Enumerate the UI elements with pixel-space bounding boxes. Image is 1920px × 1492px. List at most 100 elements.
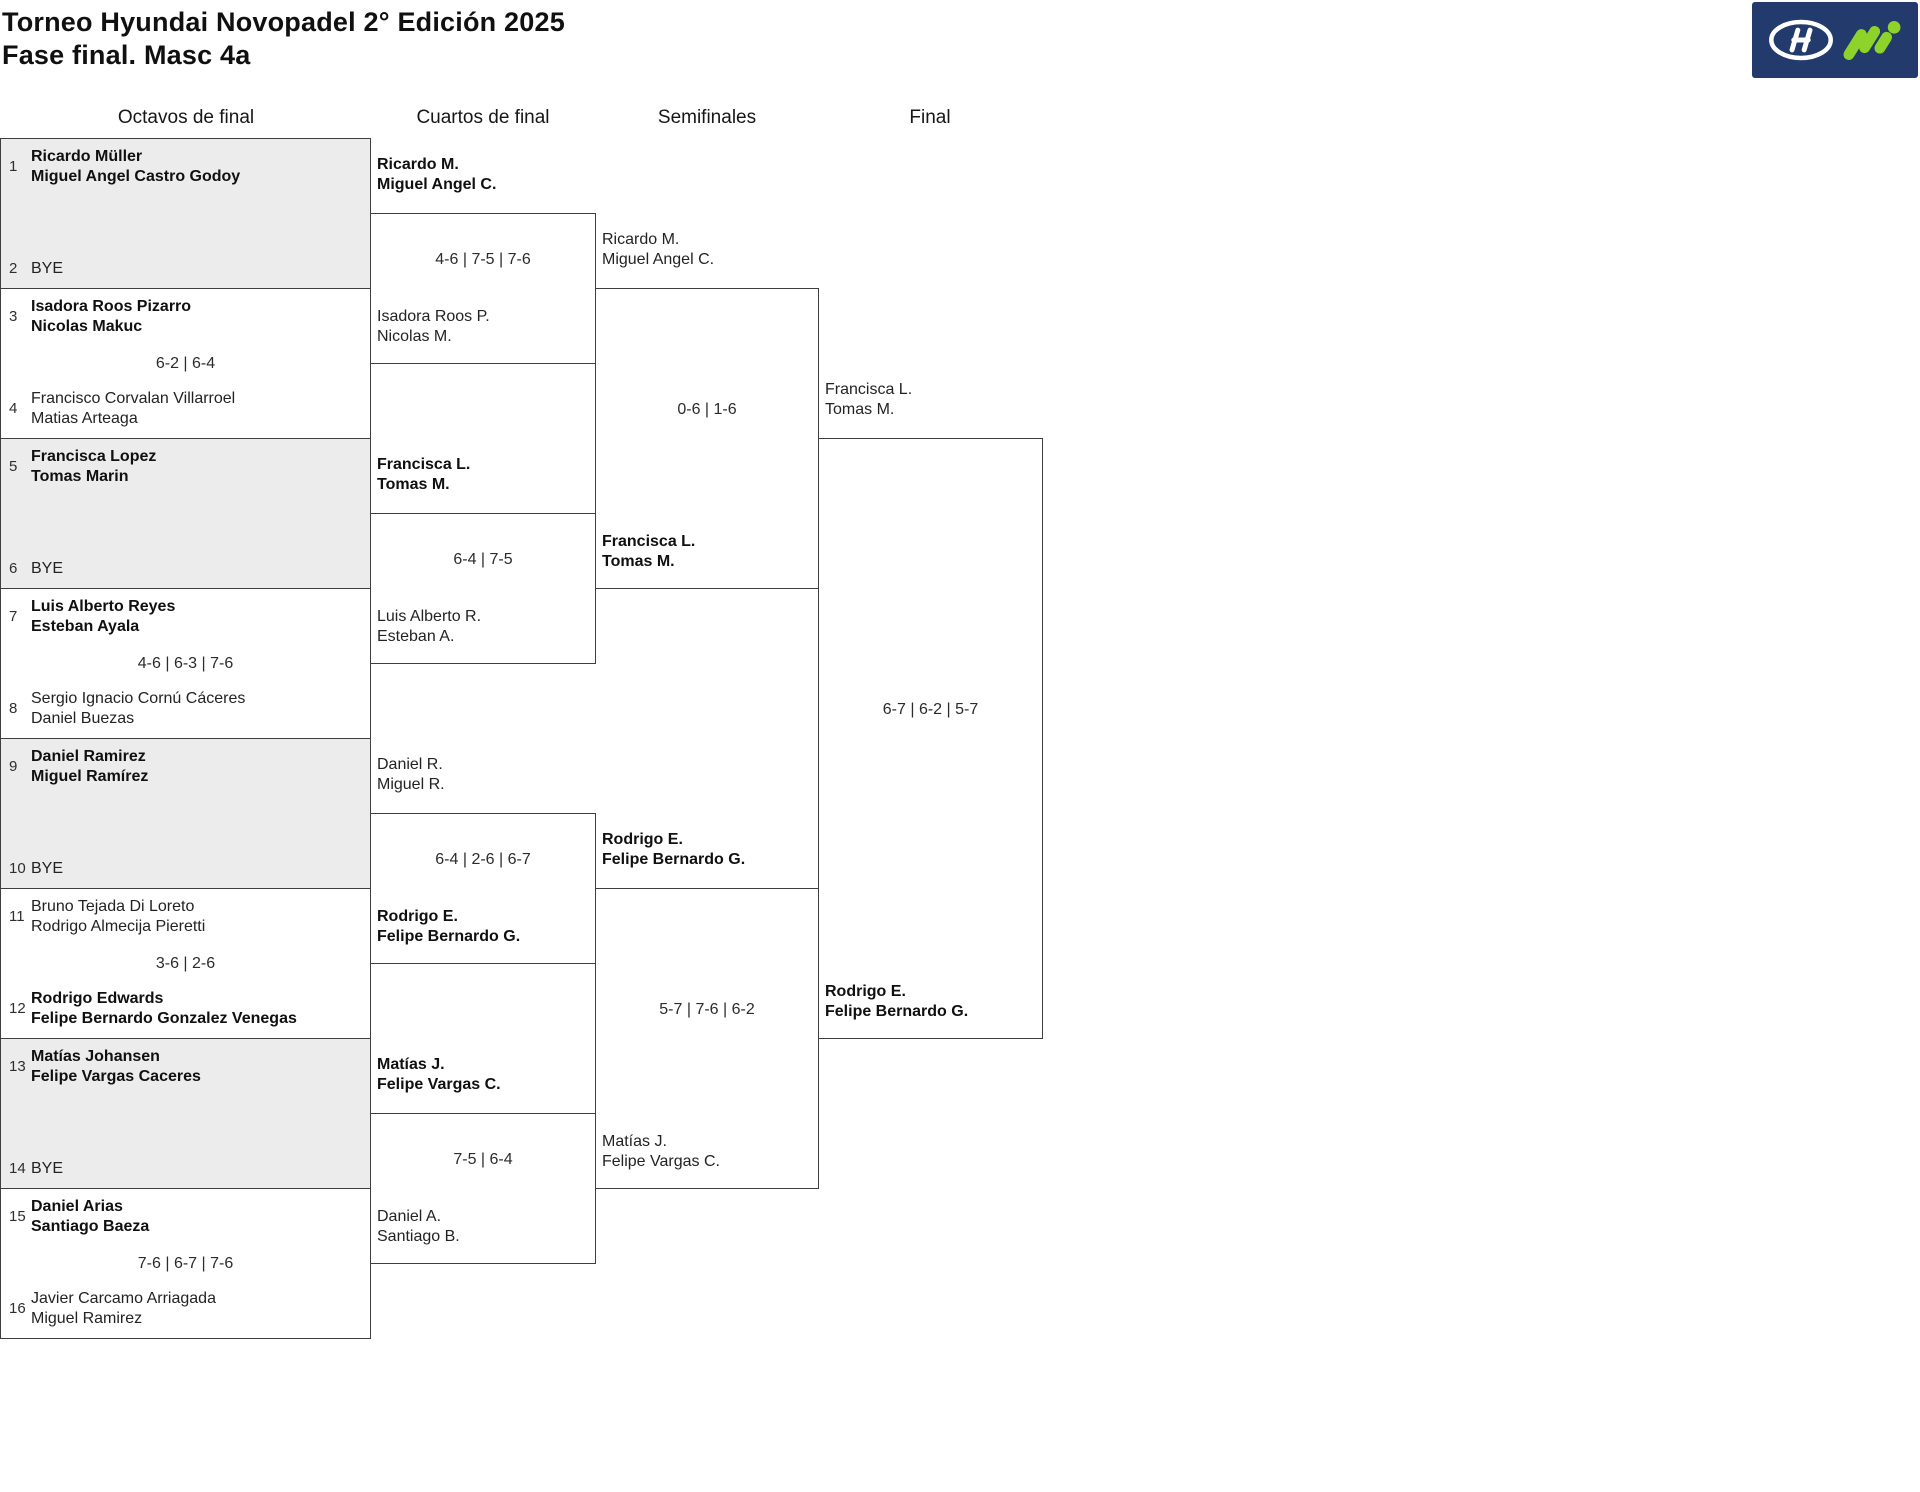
team-name-line: Felipe Vargas C.: [377, 1076, 501, 1093]
team-name-line: Nicolas Makuc: [31, 318, 143, 335]
team-name: Ricardo M. Miguel Angel C.: [602, 230, 714, 270]
team-name: Isadora Roos P. Nicolas M.: [377, 307, 490, 347]
team-name-line: Felipe Vargas Caceres: [31, 1068, 201, 1085]
team-name-line: Francisca Lopez: [31, 448, 157, 465]
match-box-final: [818, 438, 1043, 1039]
seed-number: 8: [9, 700, 18, 717]
team-name-line: Bruno Tejada Di Loreto: [31, 898, 195, 915]
team-name-line: Ricardo Müller: [31, 148, 143, 165]
bracket-subtitle: Fase final. Masc 4a: [2, 40, 251, 70]
match-score: 5-7 | 7-6 | 6-2: [659, 1001, 755, 1018]
team-name: Rodrigo E.Felipe Bernardo G.: [602, 830, 745, 870]
team-name-line: Santiago B.: [377, 1228, 460, 1245]
hyundai-logo-icon: [1769, 19, 1833, 61]
team-name-line: Matías Johansen: [31, 1048, 160, 1065]
seed-number: 4: [9, 400, 18, 417]
team-name-line: Rodrigo E.: [825, 983, 906, 1000]
page-title: Torneo Hyundai Novopadel 2° Edición 2025…: [2, 6, 565, 72]
match-score: 6-4 | 2-6 | 6-7: [435, 851, 531, 868]
team-name: Luis Alberto R. Esteban A.: [377, 607, 481, 647]
team-name: BYE: [31, 1159, 63, 1179]
match-score: 7-5 | 6-4: [453, 1151, 513, 1168]
match-score: 7-6 | 6-7 | 7-6: [137, 1255, 234, 1272]
seed-number: 9: [9, 758, 18, 775]
round-header-octavos: Octavos de final: [117, 107, 255, 128]
tournament-title: Torneo Hyundai Novopadel 2° Edición 2025: [2, 7, 565, 37]
team-name-line: Miguel R.: [377, 776, 445, 793]
seed-number: 14: [9, 1160, 26, 1177]
team-name-line: Nicolas M.: [377, 328, 452, 345]
team-name-line: BYE: [31, 1160, 64, 1177]
team-name-line: Sergio Ignacio Cornú Cáceres: [31, 690, 246, 707]
team-name-line: Luis Alberto Reyes: [31, 598, 176, 615]
team-name-line: Francisca L.: [377, 456, 471, 473]
round-header-final: Final: [909, 107, 951, 128]
match-score: 4-6 | 6-3 | 7-6: [137, 655, 234, 672]
team-name-line: Isadora Roos Pizarro: [31, 298, 192, 315]
team-name-line: Daniel Arias: [31, 1198, 123, 1215]
team-name: BYE: [31, 559, 63, 579]
team-name: BYE: [31, 859, 63, 879]
team-name-line: Esteban Ayala: [31, 618, 140, 635]
team-name-line: Tomas Marin: [31, 468, 129, 485]
team-name: Rodrigo E.Felipe Bernardo G.: [377, 907, 520, 947]
team-name: Francisca L.Tomas M.: [602, 532, 695, 572]
team-name: Ricardo M.Miguel Angel C.: [377, 155, 496, 195]
team-name: Daniel R.Miguel R.: [377, 755, 445, 795]
seed-number: 6: [9, 560, 18, 577]
seed-number: 5: [9, 458, 18, 475]
team-name-line: Miguel Angel Castro Godoy: [31, 168, 241, 185]
team-name: Francisca L.Tomas M.: [825, 380, 912, 420]
team-name-line: Esteban A.: [377, 628, 455, 645]
team-name-line: Felipe Bernardo G.: [602, 851, 746, 868]
team-name: Rodrigo E. Felipe Bernardo G.: [825, 982, 968, 1022]
team-name-line: Miguel Ramirez: [31, 1310, 143, 1327]
team-name-line: Felipe Bernardo G.: [377, 928, 521, 945]
seed-number: 7: [9, 608, 18, 625]
team-name-line: Felipe Bernardo Gonzalez Venegas: [31, 1010, 297, 1027]
team-name-line: Matias Arteaga: [31, 410, 138, 427]
team-name: Daniel A.Santiago B.: [377, 1207, 460, 1247]
team-name-line: Miguel Angel C.: [377, 176, 497, 193]
team-name-line: Isadora Roos P.: [377, 308, 490, 325]
seed-number: 2: [9, 260, 18, 277]
team-name-line: Ricardo M.: [602, 231, 680, 248]
team-name-line: Luis Alberto R.: [377, 608, 482, 625]
seed-number: 16: [9, 1300, 26, 1317]
team-name-line: Felipe Vargas C.: [602, 1153, 720, 1170]
match-score: 6-2 | 6-4: [155, 355, 216, 372]
match-score: 6-7 | 6-2 | 5-7: [882, 701, 979, 718]
team-name-line: Felipe Bernardo G.: [825, 1003, 969, 1020]
team-name-line: Miguel Angel C.: [602, 251, 715, 268]
seed-number: 1: [9, 158, 18, 175]
match-score: 0-6 | 1-6: [677, 401, 737, 418]
round-header-cuartos: Cuartos de final: [416, 107, 550, 128]
logo-panel: [1752, 2, 1918, 78]
seed-number: 10: [9, 860, 26, 877]
match-score: 3-6 | 2-6: [155, 955, 216, 972]
team-name-line: Francisca L.: [825, 381, 913, 398]
team-name-line: Matías J.: [602, 1133, 667, 1150]
team-name: BYE: [31, 259, 63, 279]
team-name-line: Miguel Ramírez: [31, 768, 149, 785]
team-name-line: Francisca L.: [602, 533, 696, 550]
